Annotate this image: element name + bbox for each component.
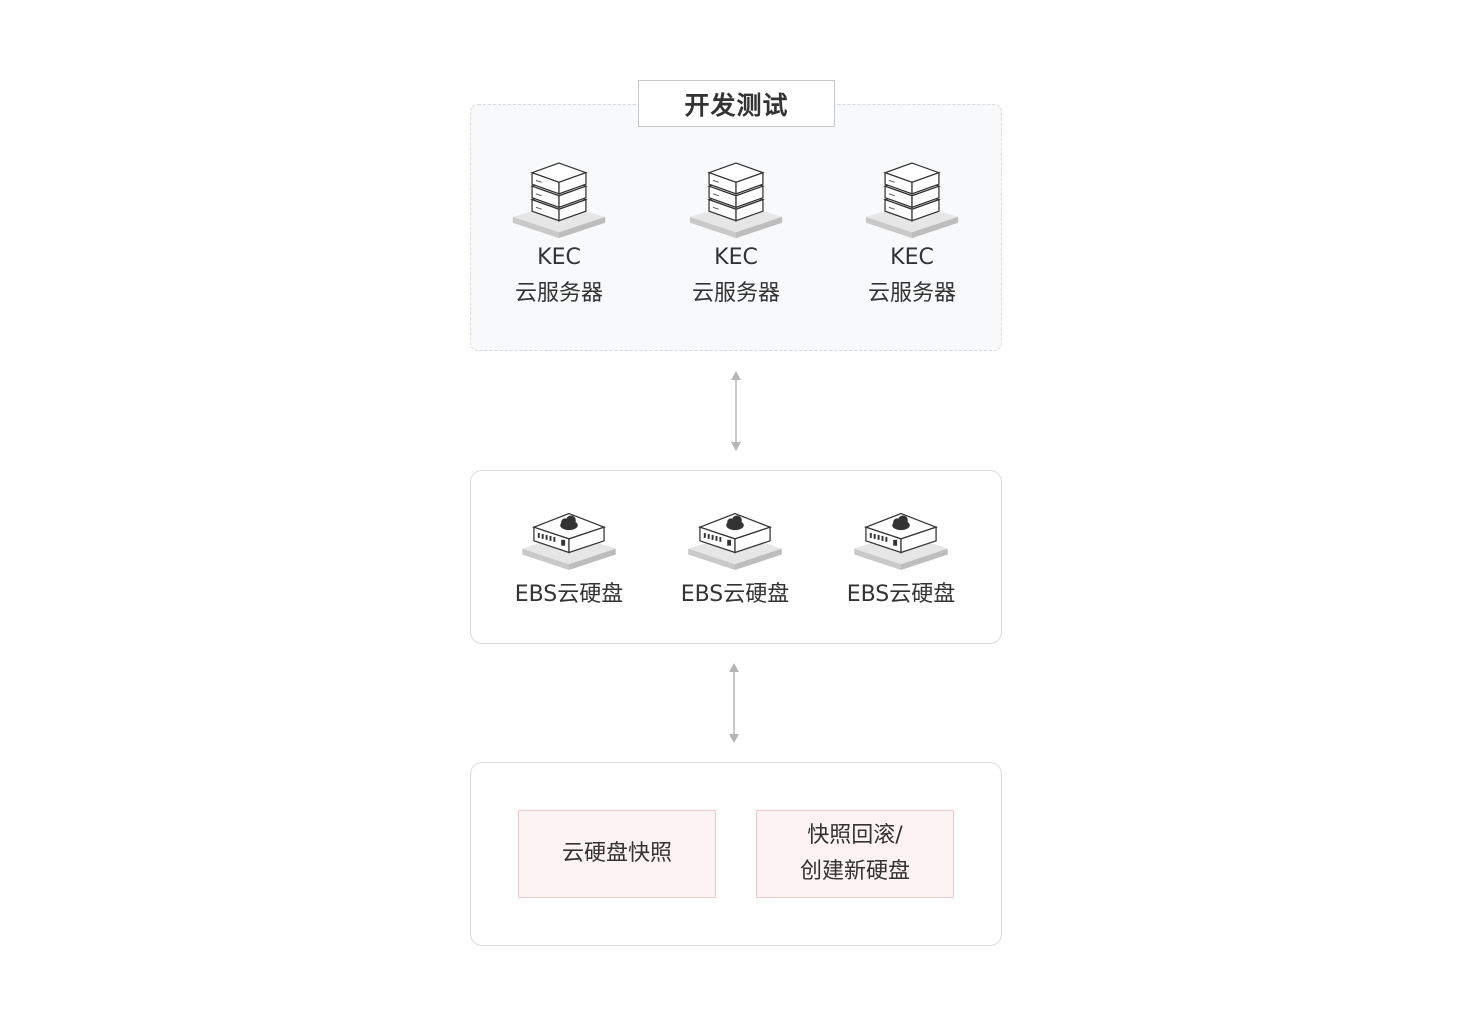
kec-node-line2: 云服务器: [514, 281, 603, 306]
kec-node-line2: 云服务器: [867, 281, 956, 306]
ebs-disk-node: EBS云硬盘: [834, 496, 968, 610]
kec-server-node: KEC 云服务器: [686, 140, 786, 312]
ebs-disk-node: EBS云硬盘: [668, 496, 802, 610]
rollback-box-line1: 快照回滚/: [807, 823, 903, 848]
server-stack-icon: [865, 162, 959, 239]
rollback-box: 快照回滚/ 创建新硬盘: [756, 810, 954, 898]
kec-node-line1: KEC: [714, 245, 758, 270]
group-title: 开发测试: [638, 80, 835, 127]
snapshot-box-line1: 云硬盘快照: [561, 841, 672, 866]
ebs-node-label: EBS云硬盘: [514, 582, 624, 607]
kec-server-node: KEC 云服务器: [862, 140, 962, 312]
kec-node-line2: 云服务器: [691, 281, 780, 306]
ebs-node-label: EBS云硬盘: [680, 582, 790, 607]
cloud-disk-icon: [687, 512, 783, 571]
rollback-box-line2: 创建新硬盘: [799, 859, 910, 884]
server-stack-icon: [689, 162, 783, 239]
cloud-disk-icon: [853, 512, 949, 571]
kec-server-node: KEC 云服务器: [509, 140, 609, 312]
bidirectional-arrow-icon: [731, 371, 741, 451]
kec-node-line1: KEC: [537, 245, 581, 270]
ebs-disk-node: EBS云硬盘: [502, 496, 636, 610]
ebs-node-label: EBS云硬盘: [846, 582, 956, 607]
bidirectional-arrow-icon: [729, 663, 739, 743]
server-stack-icon: [512, 162, 606, 239]
kec-node-line1: KEC: [890, 245, 934, 270]
cloud-disk-icon: [521, 512, 617, 571]
snapshot-box: 云硬盘快照: [518, 810, 716, 898]
